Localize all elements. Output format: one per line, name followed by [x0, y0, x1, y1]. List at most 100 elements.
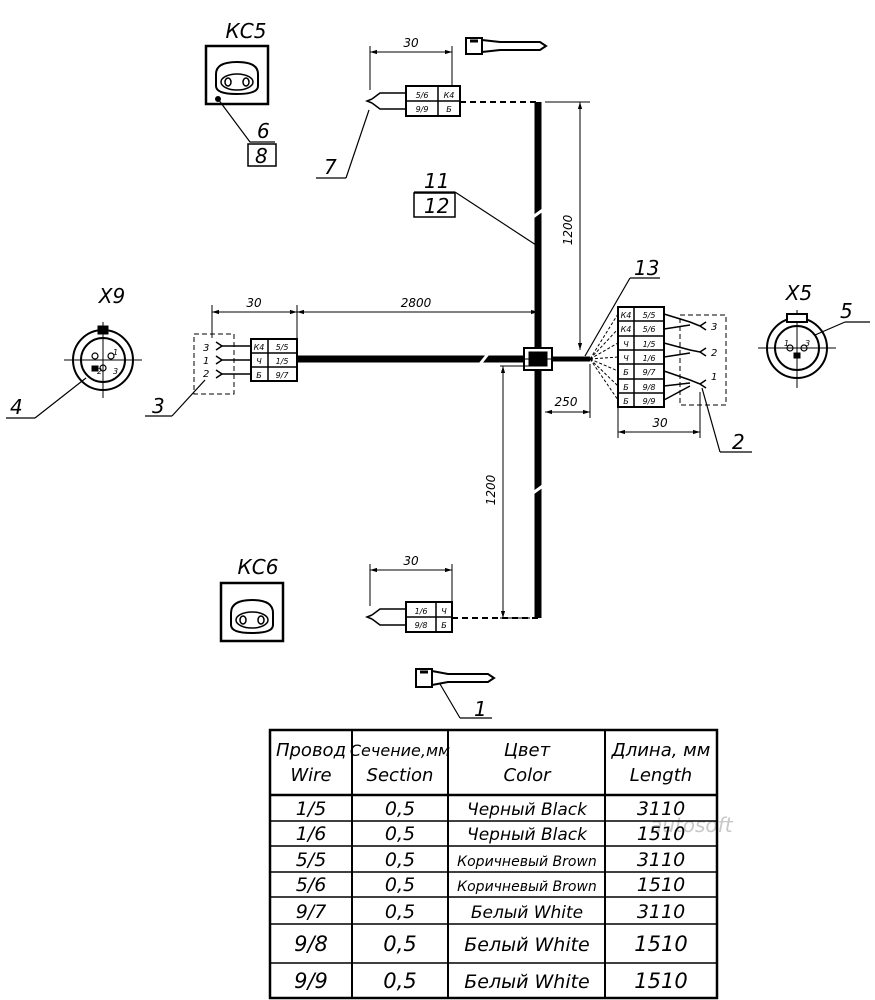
block-bottom-cell: 9/8	[415, 621, 428, 630]
block-top-cell: 5/6	[416, 91, 429, 100]
bottom-branch	[364, 365, 538, 633]
table-cell-length: 3110	[637, 901, 685, 923]
block-right-cell: Б	[623, 397, 629, 406]
table-cell-length: 1510	[637, 874, 685, 896]
connector-x9	[6, 322, 142, 419]
pin-x9: 3	[113, 367, 118, 376]
callout-6: 6	[257, 119, 270, 143]
dim-top-block: 30	[403, 36, 419, 50]
pin-right: 2	[711, 348, 717, 359]
table-header-length-en: Length	[630, 765, 692, 786]
table-header-section-en: Section	[367, 765, 434, 786]
label-ks5: КС5	[226, 19, 267, 43]
dim-right-offset: 250	[555, 395, 578, 409]
block-top-cell: К4	[444, 91, 455, 100]
table-cell-section: 0,5	[383, 969, 416, 993]
pin-left: 3	[203, 343, 209, 354]
table-cell-wire: 1/5	[296, 798, 327, 820]
table-cell-color: Белый White	[471, 903, 583, 923]
block-right-cell: 5/5	[643, 311, 656, 320]
callout-5: 5	[840, 299, 853, 323]
block-left-cell: Ч	[256, 357, 262, 366]
table-cell-section: 0,5	[385, 849, 415, 871]
callout-leaders	[145, 109, 752, 453]
block-left-cell: 1/5	[276, 357, 289, 366]
table-cell-color: Коричневый Brown	[457, 854, 597, 870]
right-branch	[545, 306, 727, 438]
pin-left: 2	[203, 369, 209, 380]
table-cell-section: 0,5	[383, 932, 416, 956]
pin-x9: 2	[97, 367, 102, 376]
pin-x9: 1	[113, 348, 118, 357]
table-cell-color: Белый White	[464, 971, 590, 993]
block-right-cell: Б	[623, 368, 629, 377]
text-labels: КС5 КС6 Х9 Х5 1 2 3 4 5 6 7 8 11 12 13 3…	[10, 19, 853, 837]
table-cell-wire: 9/8	[294, 932, 328, 956]
table-cell-section: 0,5	[385, 798, 415, 820]
block-right-cell: Б	[623, 383, 629, 392]
block-right-cell: Ч	[623, 354, 629, 363]
label-ks6: КС6	[238, 555, 279, 579]
block-right-cell: К4	[621, 325, 632, 334]
dim-vert-upper	[545, 101, 590, 350]
block-left-cell: Б	[256, 371, 262, 380]
block-bottom-cell: Ч	[441, 607, 447, 616]
table-cell-color: Черный Black	[467, 825, 588, 845]
table-header-section: Сечение,мм	[350, 741, 450, 760]
callout-13: 13	[634, 256, 659, 280]
pin-right: 3	[711, 322, 717, 333]
wire-table: Провод Wire Сечение,мм Section Цвет Colo…	[268, 728, 719, 1000]
block-right-cell: Ч	[623, 340, 629, 349]
table-cell-section: 0,5	[385, 901, 415, 923]
dim-right-block: 30	[652, 416, 668, 430]
table-cell-section: 0,5	[385, 823, 415, 845]
table-header-color-en: Color	[504, 765, 553, 786]
dim-left-block: 30	[246, 296, 262, 310]
table-header-wire-en: Wire	[290, 765, 331, 786]
connector-ks5	[204, 44, 277, 167]
block-left-cell: 9/7	[276, 371, 290, 380]
table-cell-color: Черный Black	[467, 800, 588, 820]
block-right-cell: 9/8	[643, 383, 656, 392]
block-top-cell: 9/9	[416, 105, 429, 114]
block-right-cell: 1/5	[643, 340, 656, 349]
pin-x5: 1	[784, 339, 789, 348]
table-cell-length: 1510	[634, 932, 687, 956]
dim-vert-upper-text: 1200	[561, 214, 575, 245]
callout-4: 4	[10, 395, 23, 419]
table-cell-wire: 5/5	[296, 849, 327, 871]
block-bottom-cell: 1/6	[415, 607, 428, 616]
table-cell-wire: 9/7	[296, 901, 327, 923]
callout-7: 7	[324, 155, 337, 179]
callout-3: 3	[152, 394, 165, 418]
block-right-cell: 9/7	[643, 368, 657, 377]
terminal-item-1	[415, 668, 496, 719]
block-right-cell: 1/6	[643, 354, 656, 363]
table-header-wire: Провод	[276, 740, 346, 761]
table-cell-length: 1510	[637, 823, 685, 845]
block-right-cell: 9/9	[643, 397, 656, 406]
label-x9: Х9	[98, 284, 125, 308]
table-cell-wire: 5/6	[296, 874, 327, 896]
pin-x5: 3	[805, 339, 810, 348]
table-cell-wire: 9/9	[294, 969, 328, 993]
table-cell-wire: 1/6	[296, 823, 327, 845]
table-cell-length: 1510	[634, 969, 687, 993]
block-top-cell: Б	[446, 105, 452, 114]
table-header-color: Цвет	[504, 740, 551, 761]
table-cell-length: 3110	[637, 849, 685, 871]
block-right-cell: К4	[621, 311, 632, 320]
block-left-cell: К4	[254, 343, 265, 352]
table-cell-section: 0,5	[385, 874, 415, 896]
table-cell-length: 3110	[637, 798, 685, 820]
table-header-length: Длина, мм	[611, 740, 711, 761]
dim-bottom-block: 30	[403, 554, 419, 568]
left-branch	[193, 305, 539, 395]
block-left-cell: 5/5	[276, 343, 289, 352]
block-right-cell: 5/6	[643, 325, 656, 334]
callout-12: 12	[424, 194, 449, 218]
table-cell-color: Белый White	[464, 934, 590, 956]
callout-2: 2	[732, 430, 745, 454]
callout-8: 8	[255, 144, 268, 168]
top-branch	[364, 37, 548, 117]
